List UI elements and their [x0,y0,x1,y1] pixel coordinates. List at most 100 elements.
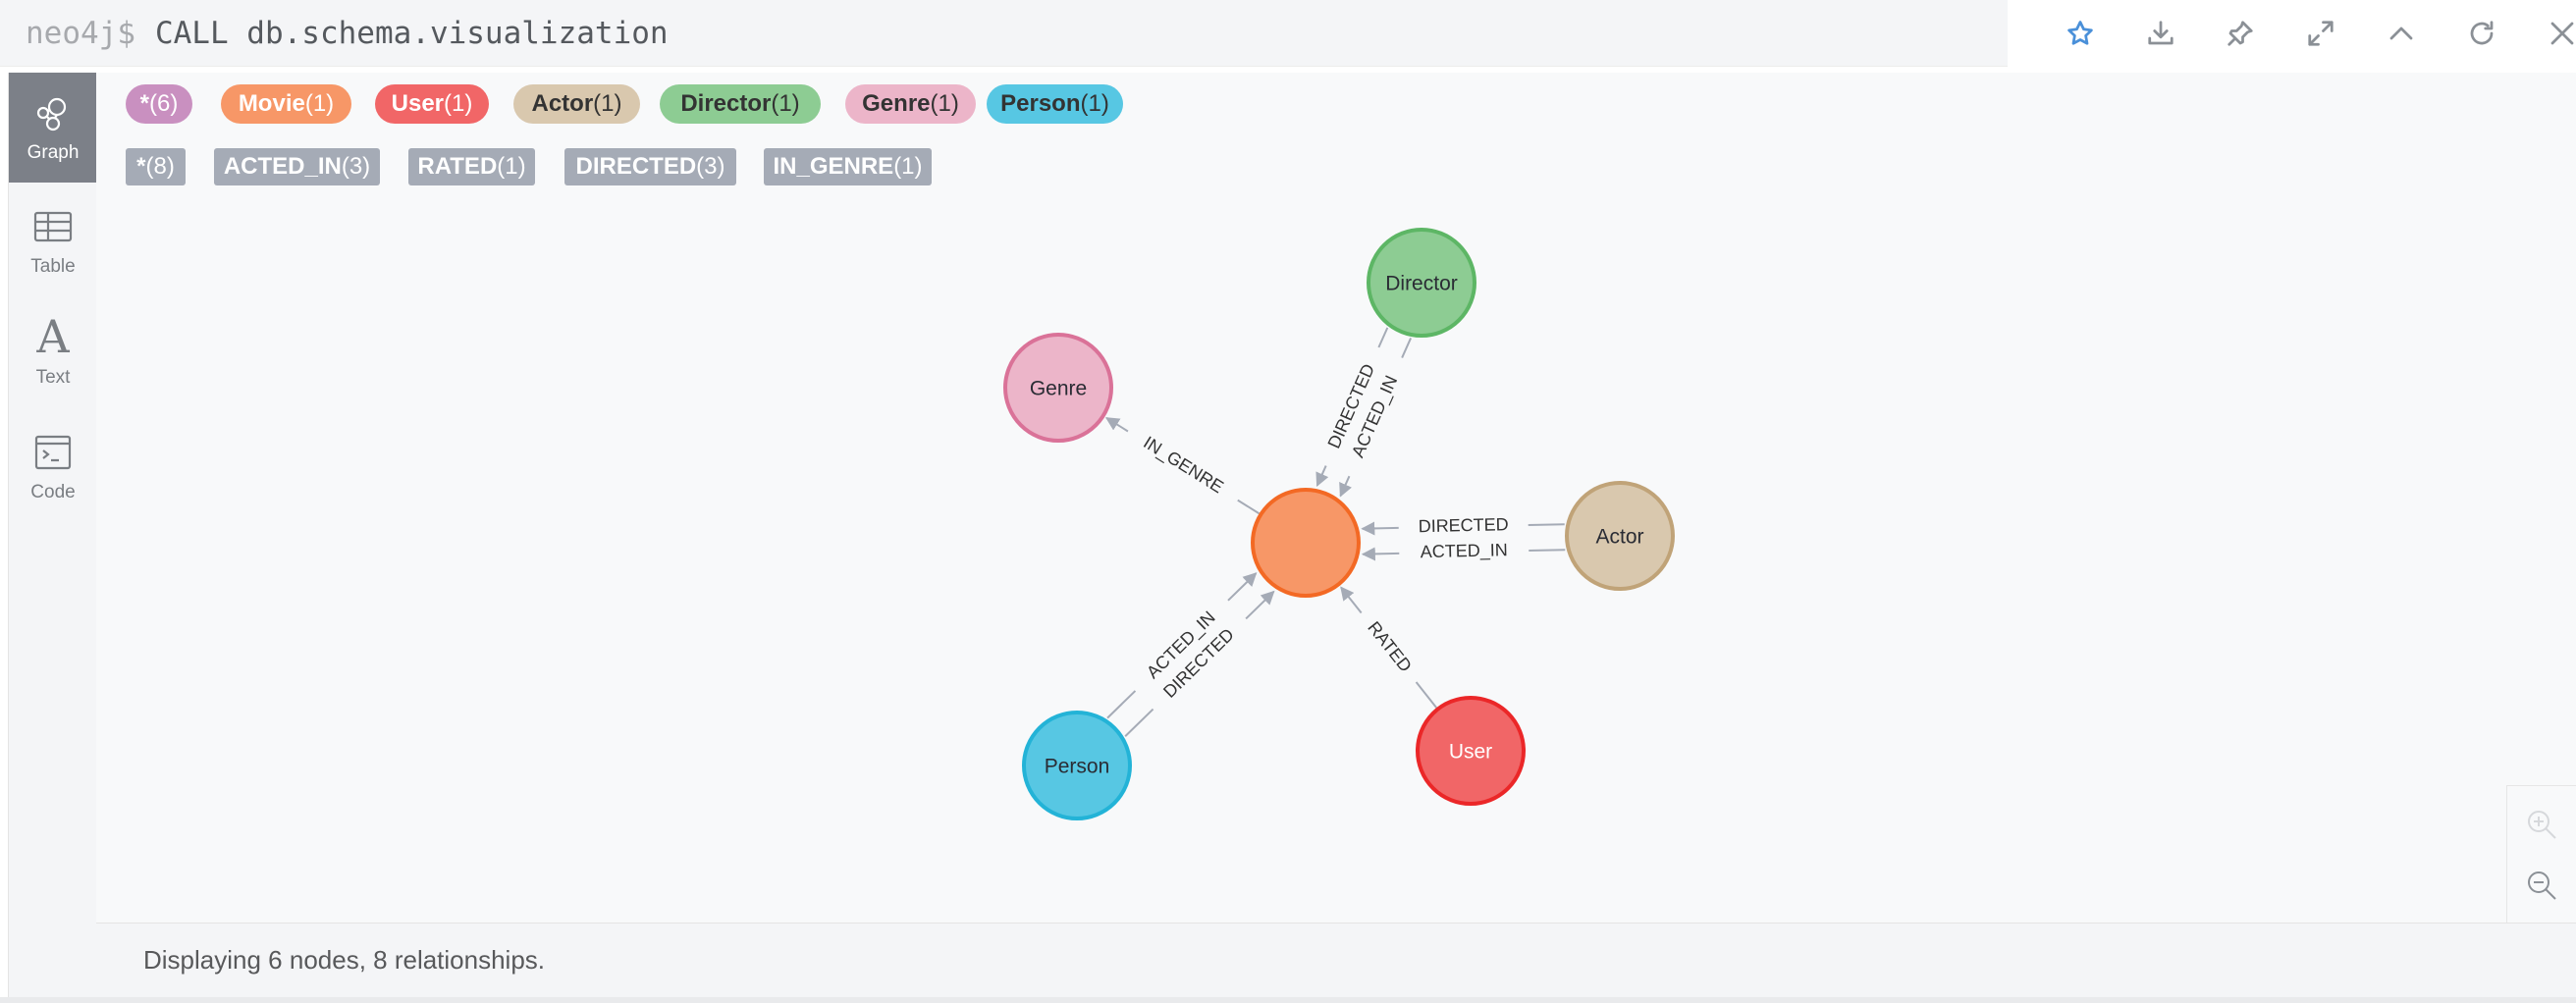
relationship-line[interactable] [1377,327,1389,348]
relationship-label: IN_GENRE [1140,433,1227,499]
relationship-line[interactable] [1124,708,1154,737]
status-text: Displaying 6 nodes, 8 relationships. [143,945,546,975]
node-circle[interactable] [1003,333,1113,443]
node-circle[interactable] [1367,228,1476,338]
relationship-line[interactable] [1401,338,1413,358]
tab-text[interactable]: A Text [9,296,97,406]
status-bar: Displaying 6 nodes, 8 relationships. [96,923,2576,997]
relationship-type-pill[interactable]: ACTED_IN(3) [214,148,380,185]
graph-visualization[interactable]: IN_GENREACTED_INDIRECTEDACTED_INDIRECTED… [96,196,2507,923]
relationship-line[interactable] [1361,521,1399,536]
download-icon[interactable] [2139,12,2182,55]
node-label-count: (1) [771,90,800,117]
relationship-type-name: IN_GENRE [773,153,894,180]
relationship-rated[interactable]: RATED [1340,586,1438,709]
relationship-line[interactable] [1529,549,1566,553]
relationship-type-name: * [136,153,146,180]
node-label-name: User [391,90,445,117]
relationship-type-count: (3) [696,153,725,180]
relationship-line[interactable] [1415,681,1438,709]
node-label-pill[interactable]: User(1) [375,84,489,124]
relationship-type-count: (1) [893,153,923,180]
relationship-line[interactable] [1106,690,1137,719]
node-caption: Actor [1595,526,1643,549]
node-circle[interactable] [1022,711,1132,820]
close-icon[interactable] [2541,12,2576,55]
relationship-line[interactable] [1339,475,1352,498]
node-label-name: Genre [862,90,931,117]
tab-table[interactable]: Table [9,186,97,296]
relationship-label: ACTED_IN [1421,540,1508,562]
relationship-line[interactable] [1340,586,1363,614]
node-person[interactable]: Person [1022,711,1132,820]
relationship-line[interactable] [1245,590,1275,620]
node-label-name: Actor [531,90,594,117]
star-icon[interactable] [2059,12,2102,55]
relationship-line[interactable] [1528,523,1565,527]
node-label-count: (6) [149,90,179,117]
node-caption: User [1449,741,1492,764]
rerun-icon[interactable] [2460,12,2503,55]
tab-code[interactable]: Code [9,412,97,522]
node-label-pill[interactable]: *(6) [126,84,192,124]
command-text[interactable]: CALL db.schema.visualization [154,15,669,51]
relationship-line[interactable] [1237,499,1261,515]
relationship-acted-in[interactable]: ACTED_IN [1361,540,1566,562]
node-label-pill[interactable]: Movie(1) [221,84,351,124]
command-bar[interactable]: neo4j$ CALL db.schema.visualization [0,0,2008,67]
node-label-name: * [139,90,149,117]
node-circle[interactable] [1565,481,1675,591]
relationship-line[interactable] [1104,416,1129,433]
node-label-pill[interactable]: Genre(1) [845,84,976,124]
tab-graph-label: Graph [27,142,80,163]
relationship-type-name: ACTED_IN [223,153,342,180]
zoom-in-icon[interactable] [2523,806,2560,843]
relationship-type-pill[interactable]: IN_GENRE(1) [764,148,932,185]
node-label-count: (1) [444,90,473,117]
node-label-pill[interactable]: Director(1) [660,84,821,124]
relationship-type-name: DIRECTED [575,153,697,180]
relationship-type-count: (1) [497,153,526,180]
relationship-type-pill[interactable]: RATED(1) [408,148,535,185]
tab-graph[interactable]: Graph [9,73,97,183]
relationship-type-pill[interactable]: DIRECTED(3) [564,148,736,185]
node-label-pill[interactable]: Actor(1) [513,84,640,124]
relationship-type-name: RATED [417,153,498,180]
node-genre[interactable]: Genre [1003,333,1113,443]
relationship-line[interactable] [1315,465,1329,488]
tab-code-label: Code [30,482,76,502]
node-circle[interactable] [1416,696,1526,806]
code-icon [34,435,72,470]
node-director[interactable]: Director [1367,228,1476,338]
pin-icon[interactable] [2219,12,2262,55]
relationship-line[interactable] [1227,572,1258,602]
node-caption: Person [1045,756,1110,778]
zoom-out-icon[interactable] [2523,867,2560,904]
relationship-label: RATED [1364,617,1416,675]
relationship-type-pill[interactable]: *(8) [126,148,186,185]
node-circle[interactable] [1251,488,1361,598]
node-caption: Genre [1030,378,1087,400]
relationship-in-genre[interactable]: IN_GENRE [1104,416,1261,515]
frame-bottom-border [0,997,2576,1003]
node-user[interactable]: User [1416,696,1526,806]
relationship-acted-in[interactable]: ACTED_IN [1106,572,1258,719]
node-movie[interactable] [1251,488,1361,598]
node-label-count: (1) [930,90,959,117]
relationship-directed[interactable]: DIRECTED [1361,514,1565,536]
relationship-label: DIRECTED [1418,514,1508,536]
zoom-controls [2506,785,2576,924]
node-actor[interactable]: Actor [1565,481,1675,591]
table-icon [33,211,73,242]
graph-icon [36,97,67,132]
node-label-name: Director [680,90,772,117]
node-label-name: Movie [238,90,305,117]
node-label-pill[interactable]: Person(1) [987,84,1123,124]
node-label-count: (1) [593,90,622,117]
collapse-icon[interactable] [2380,12,2423,55]
command-prompt: neo4j$ [26,15,135,51]
expand-icon[interactable] [2299,12,2342,55]
tab-table-label: Table [30,256,76,277]
view-tabs: Graph Table A Text Code [8,73,97,1003]
